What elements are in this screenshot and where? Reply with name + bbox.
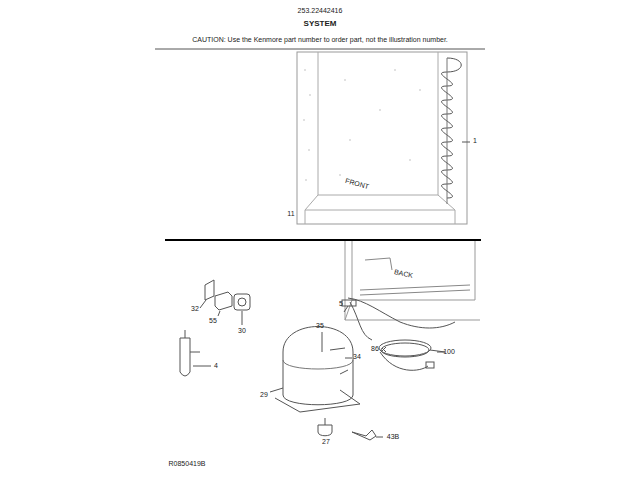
section-title: SYSTEM xyxy=(304,20,337,29)
callout-number: 11 xyxy=(287,210,294,218)
drawing-number: R0850419B xyxy=(169,460,206,468)
callout-number: 5 xyxy=(339,300,343,308)
callout-number: 4 xyxy=(214,362,218,370)
callout-number: 35 xyxy=(316,322,324,330)
callout-number: 34 xyxy=(353,353,361,361)
callout-number: 86 xyxy=(371,345,379,353)
callout-number: 43B xyxy=(387,433,399,441)
callout-number: 1 xyxy=(473,137,477,145)
orientation-label: FRONT xyxy=(344,177,369,191)
model-number: 253.22442416 xyxy=(298,7,343,15)
callout-number: 29 xyxy=(260,391,268,399)
callout-number: 100 xyxy=(443,348,455,356)
callout-number: 27 xyxy=(322,438,330,446)
callout-number: 32 xyxy=(191,305,199,313)
callout-number: 30 xyxy=(238,327,246,335)
orientation-label: BACK xyxy=(394,268,414,279)
callout-number: 55 xyxy=(209,317,217,325)
caution-note: CAUTION: Use the Kenmore part number to … xyxy=(192,36,448,44)
